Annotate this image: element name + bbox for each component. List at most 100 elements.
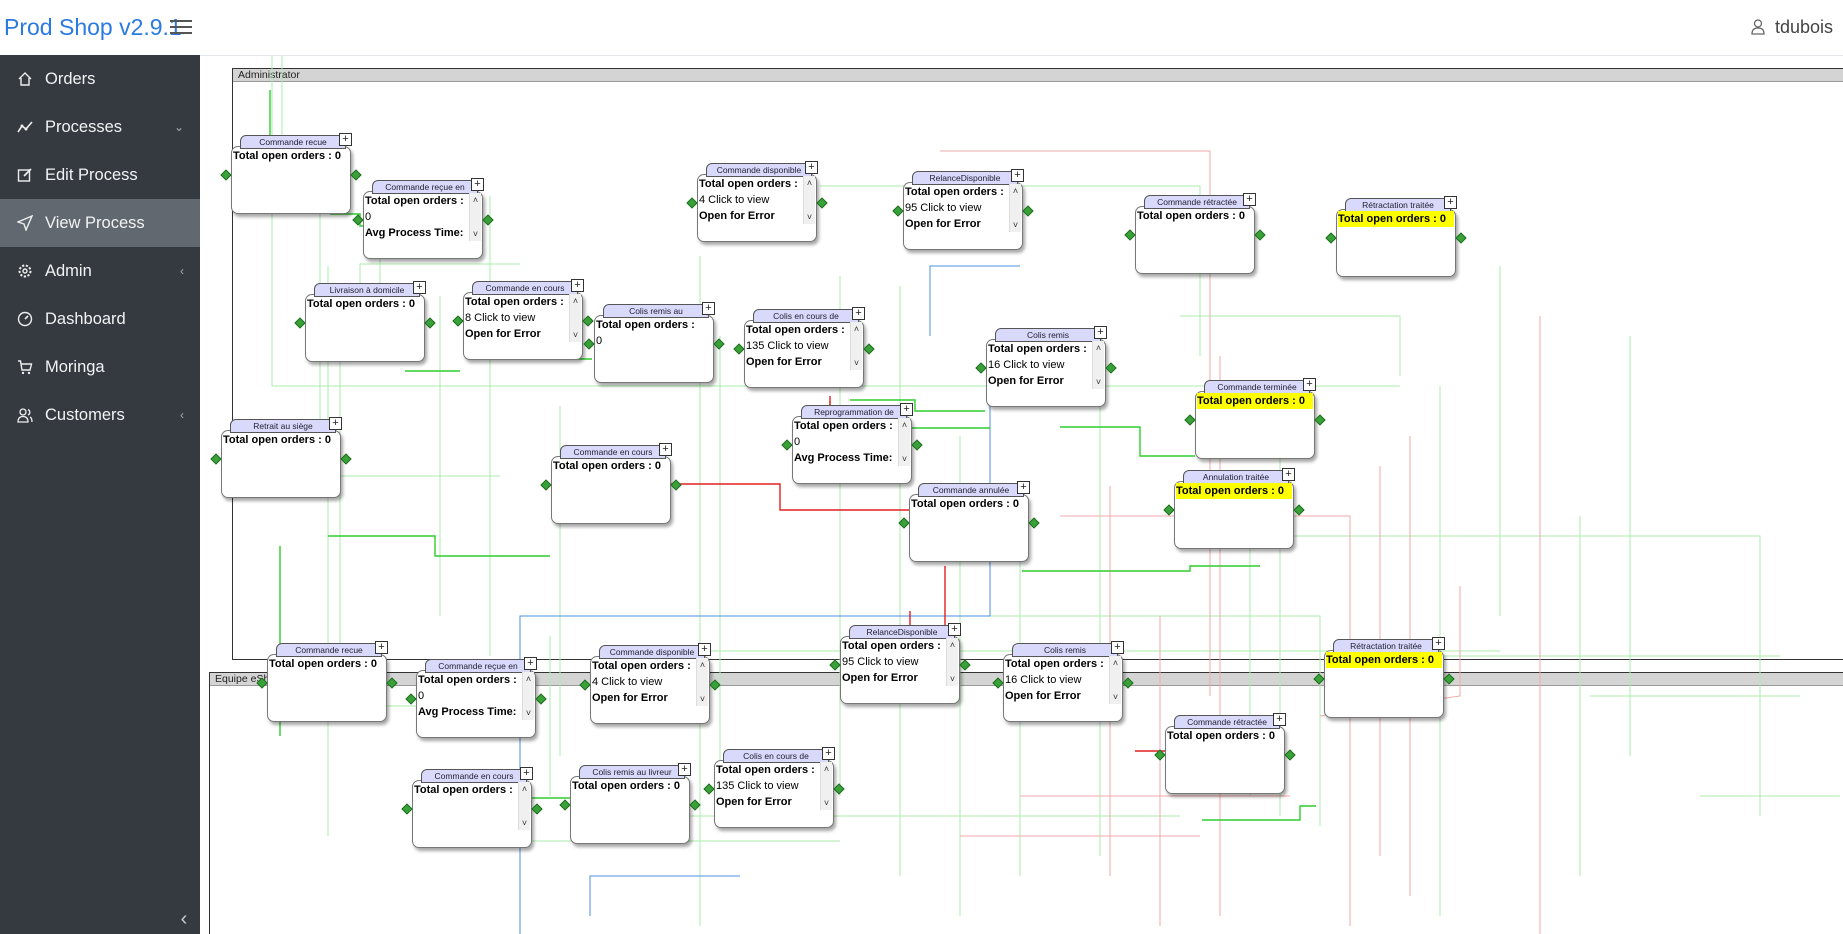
expand-icon[interactable]: +	[339, 133, 352, 146]
node-annulation-traitee-admin[interactable]: Annulation traitée + Total open orders :…	[1163, 468, 1305, 549]
expand-icon[interactable]: +	[375, 641, 388, 654]
node-livraison-domicile-admin[interactable]: Livraison à domicile + Total open orders…	[294, 281, 436, 362]
node-scrollbar[interactable]: ˄˅	[898, 418, 910, 466]
app-title[interactable]: Prod Shop v2.9.1	[4, 14, 182, 40]
node-click-to-view[interactable]: 135 Click to view	[716, 780, 799, 792]
expand-icon[interactable]: +	[329, 417, 342, 430]
node-scrollbar[interactable]: ˄˅	[469, 193, 481, 241]
expand-icon[interactable]: +	[1282, 468, 1295, 481]
node-open-for-error[interactable]: Open for Error	[592, 692, 668, 704]
expand-icon[interactable]: +	[1011, 169, 1024, 182]
expand-icon[interactable]: +	[1017, 481, 1030, 494]
node-title: Livraison à domicile	[314, 283, 420, 297]
expand-icon[interactable]: +	[852, 307, 865, 320]
node-retrait-siege-admin[interactable]: Retrait au siège + Total open orders : 0	[210, 417, 352, 498]
node-click-to-view[interactable]: 16 Click to view	[1005, 674, 1082, 686]
node-commande-recue-en-eshop[interactable]: Commande reçue en + Total open orders : …	[405, 657, 547, 738]
node-total-orders: Total open orders : 0	[1326, 652, 1442, 668]
expand-icon[interactable]: +	[1432, 637, 1445, 650]
sidebar-item-view-process[interactable]: View Process	[0, 199, 200, 247]
expand-icon[interactable]: +	[702, 302, 715, 315]
node-colis-remis-admin[interactable]: Colis remis + Total open orders : 16 Cli…	[975, 326, 1117, 407]
sidebar-item-customers[interactable]: Customers ‹	[0, 391, 200, 439]
node-commande-recue-eshop[interactable]: Commande recue + Total open orders : 0	[256, 641, 398, 722]
sidebar-item-processes[interactable]: Processes ⌄	[0, 103, 200, 151]
expand-icon[interactable]: +	[520, 767, 533, 780]
expand-icon[interactable]: +	[413, 281, 426, 294]
node-commande-disponible-eshop[interactable]: Commande disponible + Total open orders …	[579, 643, 721, 724]
node-commande-en-cours-2-admin[interactable]: Commande en cours + Total open orders : …	[540, 443, 682, 524]
sidebar-item-admin[interactable]: Admin ‹	[0, 247, 200, 295]
node-open-for-error[interactable]: Open for Error	[1005, 690, 1081, 702]
node-relancedisponible-eshop[interactable]: RelanceDisponible + Total open orders : …	[829, 623, 971, 704]
expand-icon[interactable]: +	[659, 443, 672, 456]
sidebar-item-orders[interactable]: Orders	[0, 55, 200, 103]
node-scrollbar[interactable]: ˄˅	[946, 638, 958, 686]
sidebar-collapse-button[interactable]: ‹	[180, 908, 188, 930]
node-scrollbar[interactable]: ˄˅	[1092, 341, 1104, 389]
node-scrollbar[interactable]: ˄˅	[1109, 656, 1121, 704]
node-click-to-view[interactable]: 95 Click to view	[905, 202, 982, 214]
node-open-for-error[interactable]: Open for Error	[699, 210, 775, 222]
expand-icon[interactable]: +	[1303, 378, 1316, 391]
node-relancedisponible-admin[interactable]: RelanceDisponible + Total open orders : …	[892, 169, 1034, 250]
expand-icon[interactable]: +	[1444, 196, 1457, 209]
expand-icon[interactable]: +	[678, 763, 691, 776]
node-open-for-error[interactable]: Open for Error	[905, 218, 981, 230]
node-commande-en-cours-eshop[interactable]: Commande en cours + Total open orders : …	[401, 767, 543, 848]
expand-icon[interactable]: +	[1111, 641, 1124, 654]
sidebar-item-edit-process[interactable]: Edit Process	[0, 151, 200, 199]
node-scrollbar[interactable]: ˄˅	[696, 658, 708, 706]
expand-icon[interactable]: +	[822, 747, 835, 760]
expand-icon[interactable]: +	[1094, 326, 1107, 339]
node-scrollbar[interactable]: ˄˅	[1009, 184, 1021, 232]
node-scrollbar[interactable]: ˄˅	[522, 672, 534, 720]
expand-icon[interactable]: +	[900, 403, 913, 416]
node-scrollbar[interactable]: ˄˅	[850, 322, 862, 370]
node-commande-terminee-admin[interactable]: Commande terminée + Total open orders : …	[1184, 378, 1326, 459]
node-open-for-error[interactable]: Open for Error	[716, 796, 792, 808]
node-colis-remis-au-admin[interactable]: Colis remis au + Total open orders : 0	[583, 302, 725, 383]
node-open-for-error[interactable]: Open for Error	[465, 328, 541, 340]
node-scrollbar[interactable]: ˄˅	[518, 782, 530, 830]
expand-icon[interactable]: +	[698, 643, 711, 656]
sidebar-item-moringa[interactable]: Moringa	[0, 343, 200, 391]
node-colis-remis-eshop[interactable]: Colis remis + Total open orders : 16 Cli…	[992, 641, 1134, 722]
node-title: Commande en cours	[472, 281, 578, 295]
node-commande-en-cours-admin[interactable]: Commande en cours + Total open orders : …	[452, 279, 594, 360]
node-commande-recue-en-admin[interactable]: Commande reçue en + Total open orders : …	[352, 178, 494, 259]
expand-icon[interactable]: +	[1243, 193, 1256, 206]
expand-icon[interactable]: +	[948, 623, 961, 636]
node-colis-en-cours-admin[interactable]: Colis en cours de + Total open orders : …	[733, 307, 875, 388]
node-scrollbar[interactable]: ˄˅	[820, 762, 832, 810]
node-open-for-error[interactable]: Open for Error	[842, 672, 918, 684]
expand-icon[interactable]: +	[805, 161, 818, 174]
node-commande-retractee-admin[interactable]: Commande rétractée + Total open orders :…	[1124, 193, 1266, 274]
node-commande-annulee-admin[interactable]: Commande annulée + Total open orders : 0	[898, 481, 1040, 562]
node-scrollbar[interactable]: ˄˅	[569, 294, 581, 342]
node-commande-recue-admin[interactable]: Commande recue + Total open orders : 0	[220, 133, 362, 214]
node-retractation-traitee-admin[interactable]: Rétractation traitée + Total open orders…	[1325, 196, 1467, 277]
node-open-for-error[interactable]: Open for Error	[988, 375, 1064, 387]
node-commande-retractee-eshop[interactable]: Commande rétractée + Total open orders :…	[1154, 713, 1296, 794]
node-colis-en-cours-eshop[interactable]: Colis en cours de + Total open orders : …	[703, 747, 845, 828]
user-menu[interactable]: tdubois	[1751, 17, 1833, 38]
node-retractation-traitee-eshop[interactable]: Rétractation traitée + Total open orders…	[1313, 637, 1455, 718]
expand-icon[interactable]: +	[571, 279, 584, 292]
expand-icon[interactable]: +	[471, 178, 484, 191]
node-click-to-view[interactable]: 4 Click to view	[592, 676, 663, 688]
sidebar-item-dashboard[interactable]: Dashboard	[0, 295, 200, 343]
node-reprogrammation-admin[interactable]: Reprogrammation de + Total open orders :…	[781, 403, 923, 484]
node-open-for-error[interactable]: Open for Error	[746, 356, 822, 368]
node-click-to-view[interactable]: 135 Click to view	[746, 340, 829, 352]
node-commande-disponible-admin[interactable]: Commande disponible + Total open orders …	[686, 161, 828, 242]
node-scrollbar[interactable]: ˄˅	[803, 176, 815, 224]
menu-toggle-icon[interactable]	[170, 17, 192, 35]
expand-icon[interactable]: +	[524, 657, 537, 670]
node-click-to-view[interactable]: 95 Click to view	[842, 656, 919, 668]
node-colis-remis-au-livreur-eshop[interactable]: Colis remis au livreur + Total open orde…	[559, 763, 701, 844]
node-click-to-view[interactable]: 16 Click to view	[988, 359, 1065, 371]
node-click-to-view[interactable]: 4 Click to view	[699, 194, 770, 206]
node-click-to-view[interactable]: 8 Click to view	[465, 312, 536, 324]
expand-icon[interactable]: +	[1273, 713, 1286, 726]
